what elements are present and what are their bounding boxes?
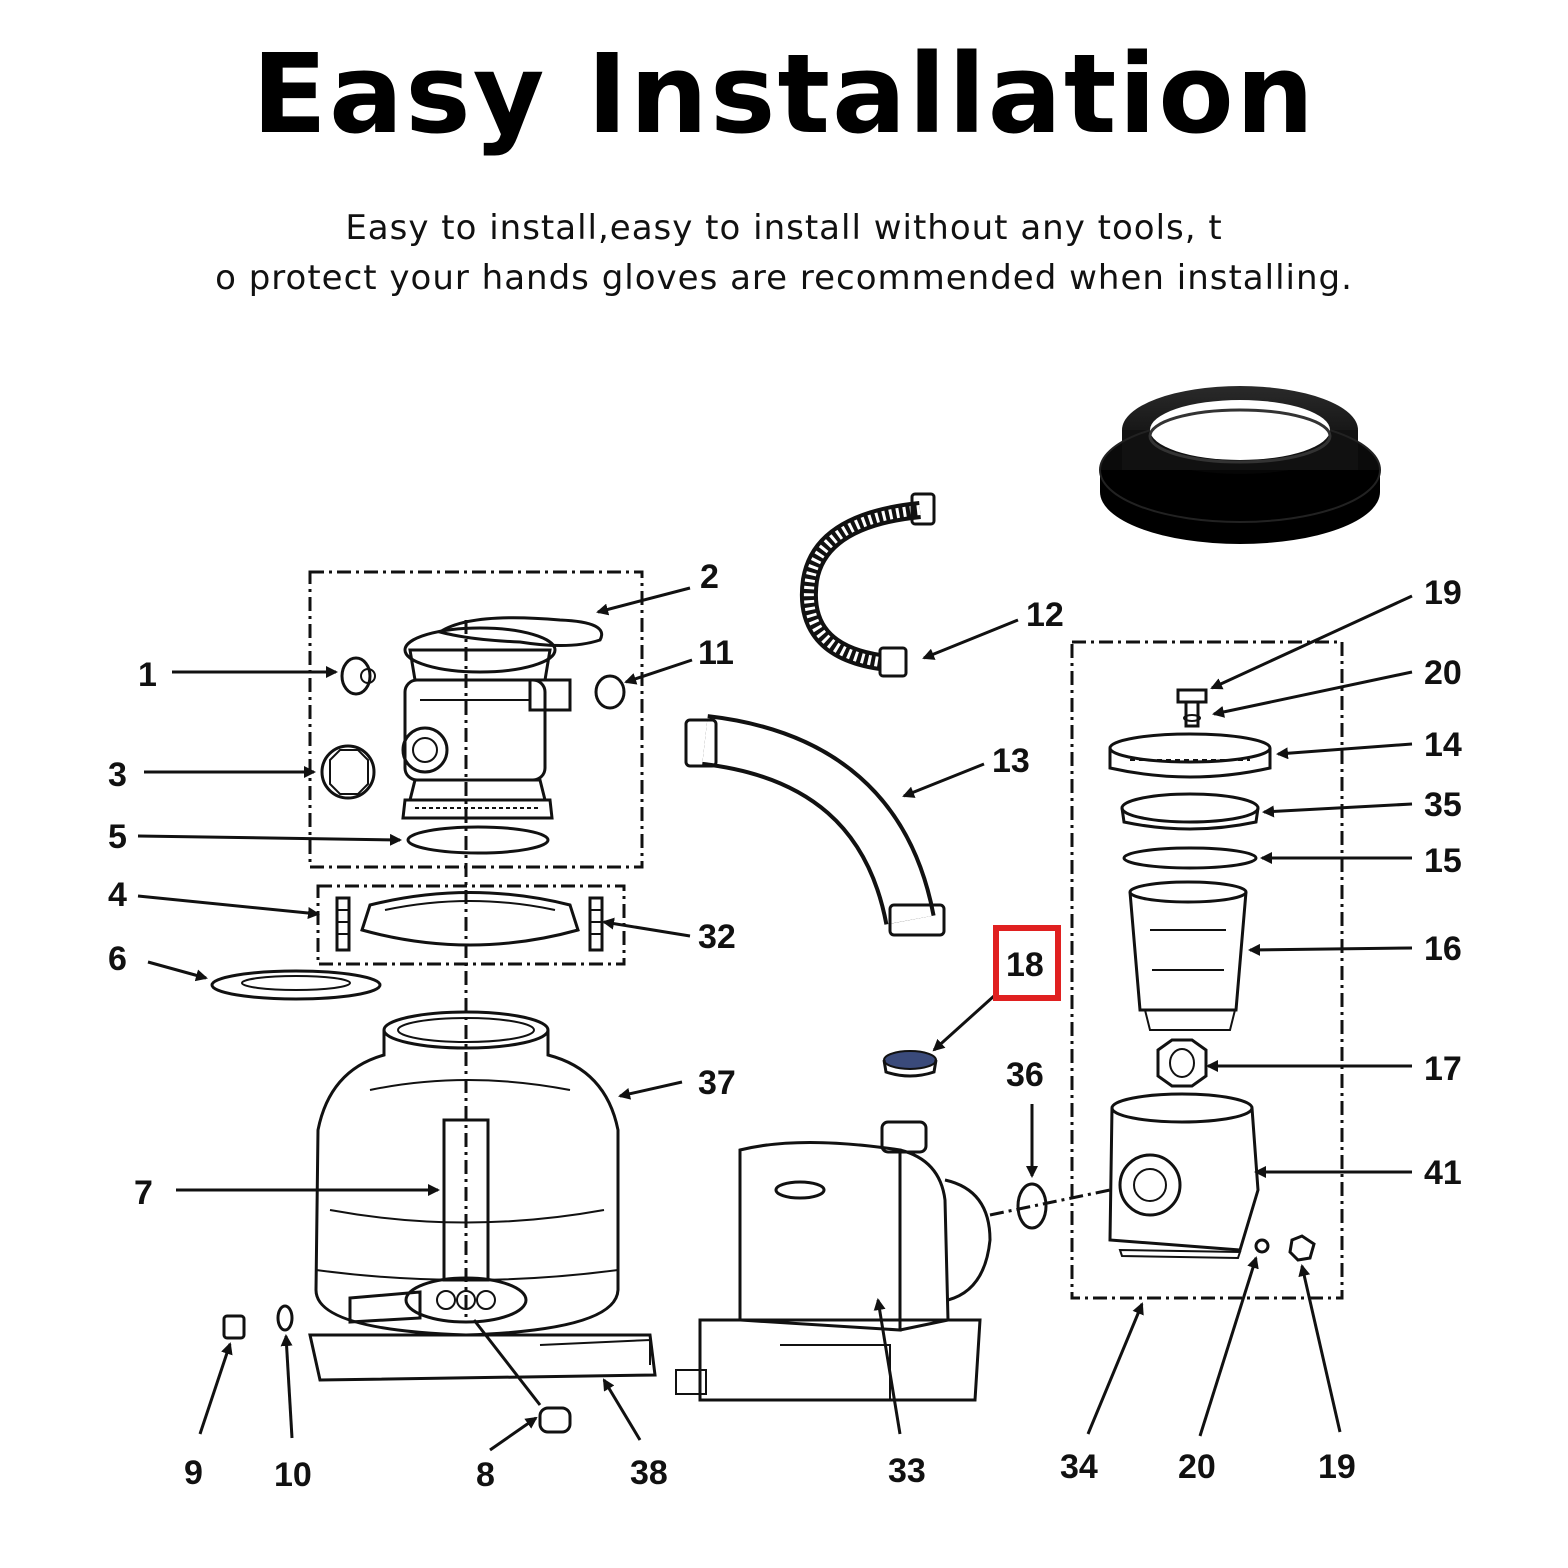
label-38: 38: [630, 1454, 668, 1492]
part-5-o-ring: [406, 825, 550, 855]
part-8-plug: [538, 1406, 572, 1434]
page-title: Easy Installation: [251, 30, 1317, 158]
label-3: 3: [108, 756, 127, 794]
label-34: 34: [1060, 1448, 1098, 1486]
gasket-ring-photo: [1099, 386, 1381, 544]
part-6-plate: [210, 969, 382, 1001]
part-15-o-ring: [1122, 846, 1258, 870]
part-4-bolt: [335, 896, 351, 952]
pump-axis-line: [989, 1188, 1111, 1217]
part-17-nut: [1156, 1038, 1208, 1088]
part-9-plug: [222, 1314, 246, 1340]
part-19-screw-bottom: [1288, 1234, 1316, 1262]
pump-motor: [675, 1120, 992, 1402]
tank-clamp: [360, 891, 580, 947]
pump-assembly-box: [1070, 640, 1344, 1300]
label-33: 33: [888, 1452, 926, 1490]
part-11-ring: [594, 674, 626, 710]
part-20-washer-top: [1183, 714, 1201, 722]
label-14: 14: [1424, 726, 1462, 764]
multiport-valve: [401, 616, 604, 820]
part-36-o-ring: [1016, 1182, 1048, 1230]
label-19-top: 19: [1424, 574, 1462, 612]
label-6: 6: [108, 940, 127, 978]
label-2: 2: [700, 558, 719, 596]
part-3-gauge: [320, 744, 376, 800]
label-5: 5: [108, 818, 127, 856]
label-13: 13: [992, 742, 1030, 780]
part-18-gasket: [882, 1050, 938, 1078]
label-35: 35: [1424, 786, 1462, 824]
label-19-bottom: 19: [1318, 1448, 1356, 1486]
label-32: 32: [698, 918, 736, 956]
part-1-cap: [340, 656, 376, 696]
label-7: 7: [134, 1174, 153, 1212]
label-36: 36: [1006, 1056, 1044, 1094]
label-20-bottom: 20: [1178, 1448, 1216, 1486]
part-12-hose: [799, 492, 936, 678]
label-15: 15: [1424, 842, 1462, 880]
label-20-top: 20: [1424, 654, 1462, 692]
part-19-screw-top: [1176, 688, 1208, 728]
label-1: 1: [138, 656, 157, 694]
label-41: 41: [1424, 1154, 1462, 1192]
label-18: 18: [1006, 946, 1044, 984]
valve-assembly-box: [308, 570, 644, 869]
label-11: 11: [698, 634, 734, 672]
label-10: 10: [274, 1456, 312, 1494]
subtitle-line-2: o protect your hands gloves are recommen…: [215, 258, 1353, 298]
subtitle-line-1: Easy to install,easy to install without …: [345, 208, 1223, 248]
label-16: 16: [1424, 930, 1462, 968]
filter-tank: [308, 1010, 657, 1382]
part-10-o-ring: [276, 1304, 294, 1332]
part-41-pump-housing: [1108, 1092, 1260, 1260]
label-37: 37: [698, 1064, 736, 1102]
part-32-bolt: [588, 896, 604, 952]
part-14-lock-ring: [1108, 732, 1272, 779]
label-17: 17: [1424, 1050, 1462, 1088]
part-13-hose: [684, 714, 946, 937]
label-9: 9: [184, 1454, 203, 1492]
leader-arrows: [137, 586, 1413, 1452]
label-12: 12: [1026, 596, 1064, 634]
label-8: 8: [476, 1456, 495, 1494]
label-4: 4: [108, 876, 127, 914]
part-20-washer-bottom: [1254, 1238, 1270, 1254]
part-18-highlight-box: [993, 925, 1061, 1001]
part-16-basket: [1128, 880, 1248, 1031]
part-35-lid: [1120, 792, 1260, 831]
